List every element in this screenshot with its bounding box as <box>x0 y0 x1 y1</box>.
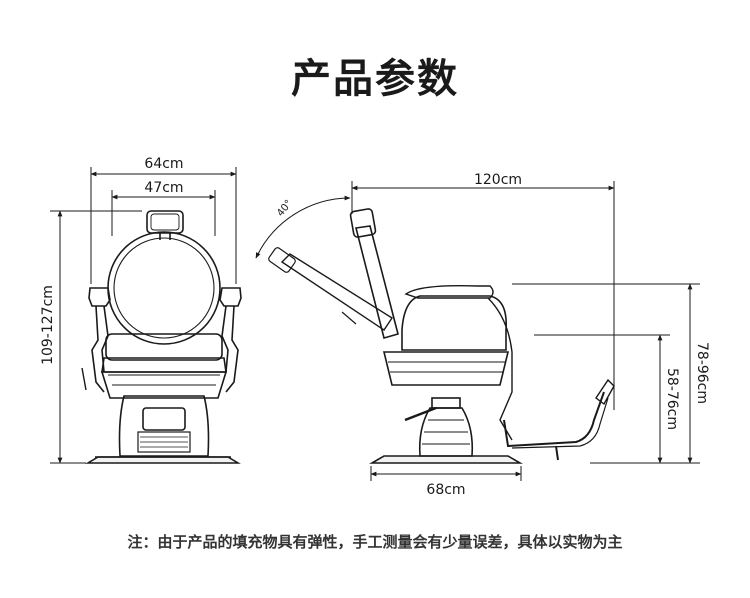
front-pedestal <box>118 395 210 457</box>
measurement-note: 注：由于产品的填充物具有弹性，手工测量会有少量误差，具体以实物为主 <box>127 533 623 551</box>
side-headrest <box>349 208 377 238</box>
front-dimension-lines <box>50 167 237 464</box>
side-seat-skirt <box>382 351 510 386</box>
front-overall-width-label: 64cm <box>144 156 183 172</box>
side-backrest-reclined <box>280 253 393 331</box>
front-headrest <box>146 210 184 234</box>
front-seat-cushion <box>105 333 223 361</box>
side-length-label: 120cm <box>474 172 522 188</box>
side-armrest <box>404 285 494 299</box>
seat-height-label: 58-76cm <box>664 368 680 430</box>
front-backrest-inner <box>113 237 215 339</box>
front-seat-width-label: 47cm <box>144 180 183 196</box>
side-footrest <box>503 391 605 448</box>
side-dimension-lines <box>255 181 700 481</box>
side-backrest-upright <box>355 225 399 339</box>
hydraulic-pedal <box>404 406 437 422</box>
armrest-height-label: 78-96cm <box>694 342 710 404</box>
front-base-plate <box>85 456 241 464</box>
front-view-chair <box>81 210 242 464</box>
front-left-armrest <box>88 287 111 307</box>
base-diameter-label: 68cm <box>426 482 465 498</box>
page-title: 产品参数 <box>291 56 459 102</box>
front-right-armrest <box>219 287 242 307</box>
front-height-label: 109-127cm <box>40 285 56 365</box>
side-seat-cushion <box>401 295 507 351</box>
side-view-chair <box>268 208 615 464</box>
recline-angle-arc <box>255 195 351 259</box>
front-backrest-outer <box>107 231 221 345</box>
side-pedestal <box>418 407 474 457</box>
side-base-plate <box>369 455 523 464</box>
